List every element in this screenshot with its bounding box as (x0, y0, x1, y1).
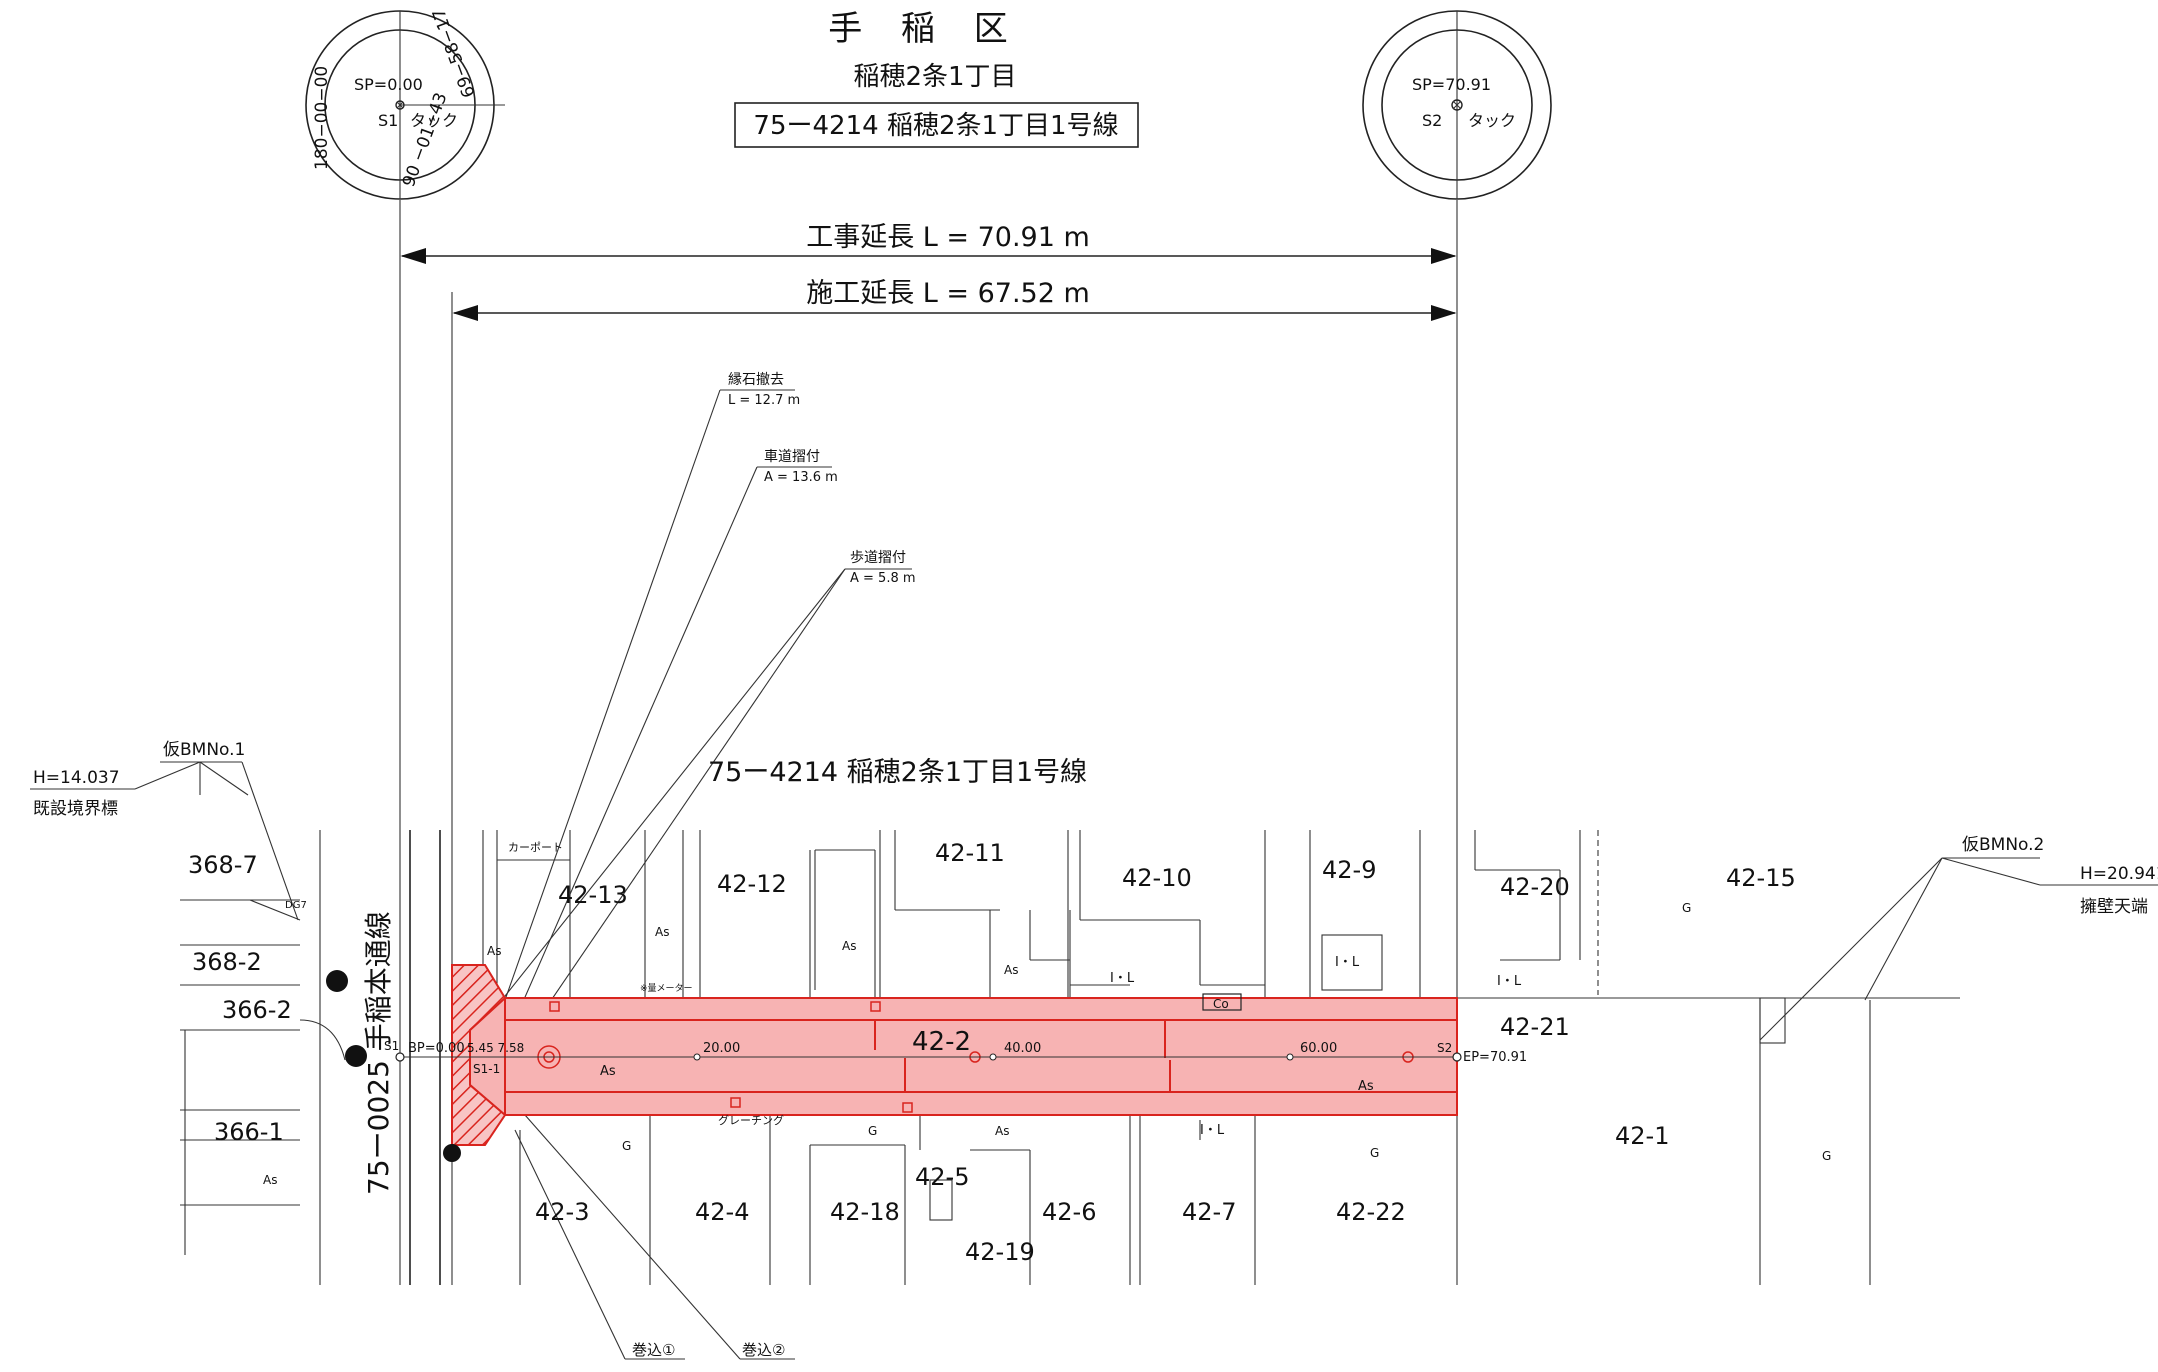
surface-carport: カーポート (508, 841, 563, 854)
parcel-368-7: 368-7 (188, 851, 258, 879)
surface-grating: グレーチング (718, 1113, 784, 1127)
s2-type: タック (1468, 111, 1516, 130)
road-tie-title: 車道摺付 (764, 448, 820, 465)
district-title: 稲穂2条1丁目 (853, 62, 1016, 92)
surface-il-4: I・L (1200, 1123, 1225, 1138)
s2-sp: SP=70.91 (1412, 75, 1491, 94)
parcel-42-15: 42-15 (1726, 864, 1796, 892)
parcel-42-22: 42-22 (1336, 1198, 1406, 1226)
surface-marks: As As As As As As As As G G G G G Co I・L… (263, 841, 1831, 1187)
parcel-42-6: 42-6 (1042, 1198, 1096, 1226)
surface-meter: ※量メーター (640, 983, 693, 994)
parcel-42-1: 42-1 (1615, 1122, 1669, 1150)
station-bp: BP=0.00 (408, 1041, 465, 1056)
station-labels: S1 BP=0.00 5.45 7.58 S1-1 20.00 40.00 60… (384, 1039, 1527, 1076)
s1-angle-1: 180−00−00 (312, 66, 332, 170)
s2-name: S2 (1422, 111, 1442, 130)
surface-as-2: As (655, 925, 669, 939)
bm1-desc: 既設境界標 (33, 799, 118, 819)
parcel-42-11: 42-11 (935, 839, 1005, 867)
surface-g-4: G (1682, 901, 1691, 915)
parcel-42-9: 42-9 (1322, 856, 1376, 884)
surface-as-6: As (1358, 1079, 1374, 1094)
surface-il-2: I・L (1110, 971, 1135, 986)
surface-as-4: As (1004, 963, 1018, 977)
dimension-lines: 工事延長 L = 70.91 m 施工延長 L = 67.52 m (399, 200, 1458, 1285)
station-20: 20.00 (703, 1041, 740, 1056)
parcel-42-5: 42-5 (915, 1163, 969, 1191)
station-40: 40.00 (1004, 1041, 1041, 1056)
surface-as-5: As (600, 1064, 616, 1079)
callouts: 縁石撤去 L = 12.7 m 車道摺付 A = 13.6 m 歩道摺付 A =… (469, 372, 916, 1360)
surface-dg: DG7 (285, 900, 307, 911)
s1-sp: SP=0.00 (354, 75, 423, 94)
surface-as-3: As (842, 939, 856, 953)
bm2-desc: 擁壁天端 (2080, 897, 2148, 917)
surface-g-2: G (868, 1124, 877, 1138)
benchmark-1: 仮BMNo.1 H=14.037 既設境界標 (30, 740, 299, 921)
station-first-marks: 5.45 7.58 (467, 1041, 524, 1055)
s1-name: S1 (378, 111, 398, 130)
parcel-42-7: 42-7 (1182, 1198, 1236, 1226)
route-title-box (734, 102, 1139, 148)
surface-as-1: As (487, 944, 501, 958)
benchmark-2: 仮BMNo.2 H=20.941 擁壁天端 (1759, 835, 2158, 1041)
parcel-42-18: 42-18 (830, 1198, 900, 1226)
ward-title: 手 稲 区 (828, 9, 1022, 49)
surface-co: Co (1213, 997, 1229, 1011)
s1-angle-2: 69−58−17 (429, 6, 480, 101)
wrap2-label: 巻込② (742, 1341, 785, 1359)
parcel-366-1: 366-1 (214, 1118, 284, 1146)
parcel-42-20: 42-20 (1500, 873, 1570, 901)
station-s1: S1 (384, 1039, 399, 1053)
crossing-route: 75ー0025 手稲本通線 (362, 911, 395, 1195)
parcel-42-10: 42-10 (1122, 864, 1192, 892)
surface-g-1: G (622, 1139, 631, 1153)
route-title: 75ー4214 稲穂2条1丁目1号線 (753, 111, 1118, 141)
parcel-42-2: 42-2 (912, 1027, 971, 1057)
control-circle-s2: SP=70.91 S2 タック (1362, 10, 1552, 200)
parcel-366-2: 366-2 (222, 996, 292, 1024)
surface-il-3: I・L (1497, 974, 1522, 989)
road-tie-value: A = 13.6 m (764, 470, 838, 485)
work-length: 施工延長 L = 67.52 m (806, 278, 1090, 309)
parcel-42-19: 42-19 (965, 1238, 1035, 1266)
surface-as-7: As (995, 1124, 1009, 1138)
surface-as-8: As (263, 1173, 277, 1187)
station-ep: EP=70.91 (1463, 1050, 1527, 1065)
sidewalk-tie-title: 歩道摺付 (850, 550, 906, 566)
station-60: 60.00 (1300, 1041, 1337, 1056)
surface-g-3: G (1370, 1146, 1379, 1160)
route-label: 75ー4214 稲穂2条1丁目1号線 (708, 757, 1087, 788)
parcel-42-13: 42-13 (558, 881, 628, 909)
wrap1-label: 巻込① (632, 1341, 675, 1359)
construction-length: 工事延長 L = 70.91 m (806, 222, 1090, 253)
surface-g-5: G (1822, 1149, 1831, 1163)
parcel-42-12: 42-12 (717, 870, 787, 898)
pavement-hatched-tie (451, 964, 507, 1146)
curb-removal-title: 縁石撤去 (728, 372, 784, 388)
bm2-height: H=20.941 (2080, 864, 2158, 884)
header: 手 稲 区 稲穂2条1丁目 75ー4214 稲穂2条1丁目1号線 (734, 9, 1139, 148)
parcel-42-21: 42-21 (1500, 1013, 1570, 1041)
control-circle-s1: SP=0.00 S1 タック 180−00−00 69−58−17 90 −01… (305, 6, 505, 200)
sidewalk-tie-value: A = 5.8 m (850, 571, 916, 586)
bm2-name: 仮BMNo.2 (1962, 835, 2044, 855)
curb-removal-value: L = 12.7 m (728, 393, 800, 408)
bm1-height: H=14.037 (33, 768, 120, 788)
bm1-name: 仮BMNo.1 (163, 740, 245, 760)
surface-il-1: I・L (1335, 955, 1360, 970)
parcel-42-3: 42-3 (535, 1198, 589, 1226)
s1-type: タック (410, 111, 458, 130)
parcel-368-2: 368-2 (192, 948, 262, 976)
station-s1-1: S1-1 (473, 1062, 500, 1076)
parcel-numbers: 368-7 368-2 366-2 366-1 42-13 42-12 42-1… (188, 839, 1796, 1266)
parcel-42-4: 42-4 (695, 1198, 749, 1226)
station-s2: S2 (1437, 1041, 1452, 1055)
